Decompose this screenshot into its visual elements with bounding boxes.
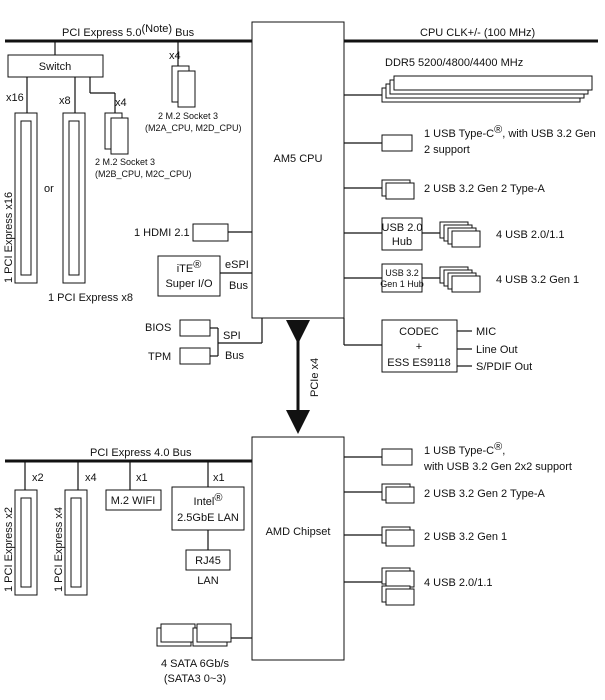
cpu-block [251, 21, 345, 319]
m2-mid-socket-b [110, 117, 129, 155]
codec-label-3: ESS ES9118 [387, 357, 450, 369]
sata-port-2 [160, 623, 196, 643]
cpu-usbc-port [381, 134, 413, 152]
espi-label-1: eSPI [225, 259, 249, 271]
tpm-label: TPM [148, 351, 171, 363]
switch-label: Switch [39, 61, 71, 73]
m2-wifi [105, 489, 162, 511]
bios-label: BIOS [145, 322, 171, 334]
bios-chip [179, 319, 211, 337]
switch-block [7, 54, 104, 78]
codec-block [381, 319, 458, 373]
x16-label: x16 [6, 92, 24, 104]
sata-label: 4 SATA 6Gb/s [161, 658, 230, 670]
m2-mid-label: 2 M.2 Socket 3 [95, 157, 155, 167]
x1a-label: x1 [136, 472, 148, 484]
superio-label-2: Super I/O [165, 278, 213, 290]
sata-label-sub: (SATA3 0~3) [164, 673, 226, 685]
chipset-usb32g1-label: 2 USB 3.2 Gen 1 [424, 531, 507, 543]
pcie-x2-label: 1 PCI Express x2 [3, 507, 15, 592]
chipset-block [251, 436, 345, 661]
m2-mid-label-sub: (M2B_CPU, M2C_CPU) [95, 169, 192, 179]
pcie-x8-label: 1 PCI Express x8 [48, 292, 133, 304]
cpu-usb32g2-label: 2 USB 3.2 Gen 2 Type-A [424, 183, 546, 195]
cpu-usb20-label: 4 USB 2.0/1.1 [496, 229, 565, 241]
chipset-usb32g1-port-b [385, 529, 415, 547]
lan-label-2: 2.5GbE LAN [177, 512, 239, 524]
codec-label-2: + [416, 341, 422, 353]
or-label: or [44, 183, 54, 195]
lan-label-1: Intel® [194, 492, 223, 508]
m2-top-socket-b [177, 70, 196, 108]
pcie5-bus-label: PCI Express 5.0(Note) Bus [62, 23, 195, 39]
lan-text: LAN [197, 575, 218, 587]
cpu-usbc-label: 1 USB Type-C®, with USB 3.2 Gen [424, 124, 596, 140]
chipset-label: AMD Chipset [266, 526, 331, 538]
hub20-label-2: Hub [392, 236, 412, 248]
chipset-usbc-port [381, 448, 413, 466]
espi-label-2: Bus [229, 280, 248, 292]
usb32-port-4 [451, 275, 481, 293]
hub32-label-2: Gen 1 Hub [380, 279, 424, 289]
superio-label-1: iTE® [177, 259, 202, 275]
pcie-x8-slot-inner [68, 120, 80, 276]
m2-top-label-sub: (M2A_CPU, M2D_CPU) [145, 123, 242, 133]
chipset-x4-label: x4 [85, 472, 97, 484]
usb20-hub [381, 217, 423, 251]
usb20-port-4 [451, 230, 481, 248]
hdmi-port [192, 223, 229, 242]
hdmi-label: 1 HDMI 2.1 [134, 227, 190, 239]
x1b-label: x1 [213, 472, 225, 484]
m2-wifi-label: M.2 WIFI [111, 495, 156, 507]
chipset-usbc-label-2: with USB 3.2 Gen 2x2 support [423, 461, 572, 473]
chipset-usb32g2-port-b [385, 486, 415, 504]
hub32-label-1: USB 3.2 [385, 268, 419, 278]
pcie4-bus-label: PCI Express 4.0 Bus [90, 447, 192, 459]
chipset-usbc-label: 1 USB Type-C®, [424, 441, 505, 457]
sata-port-4 [196, 623, 232, 643]
pcie-x16-label: 1 PCI Express x16 [3, 192, 15, 283]
line-out-label: Line Out [476, 344, 518, 356]
x2-label: x2 [32, 472, 44, 484]
spi-label-2: Bus [225, 350, 244, 362]
cpu-usbc-label-2: 2 support [424, 144, 470, 156]
cpu-usb32g2-port-b [385, 182, 415, 200]
spdif-label: S/PDIF Out [476, 361, 532, 373]
x8-label: x8 [59, 95, 71, 107]
pcie-x4-label: PCIe x4 [309, 358, 321, 397]
rj45-port [185, 549, 231, 571]
chipset-usb20-port-2 [385, 570, 415, 588]
pcie-x16-slot-inner [20, 120, 32, 276]
spi-label-1: SPI [223, 330, 241, 342]
cpu-usb32g1-label: 4 USB 3.2 Gen 1 [496, 274, 579, 286]
chipset-usb32g2-label: 2 USB 3.2 Gen 2 Type-A [424, 488, 546, 500]
tpm-chip [179, 347, 211, 365]
cpu-clk-label: CPU CLK+/- (100 MHz) [420, 27, 535, 39]
m2-top-label: 2 M.2 Socket 3 [158, 111, 218, 121]
ddr5-label: DDR5 5200/4800/4400 MHz [385, 57, 523, 69]
pcie-x4-slot-inner [70, 497, 82, 588]
codec-label-1: CODEC [399, 326, 439, 338]
rj45-label: RJ45 [195, 555, 221, 567]
intel-lan [171, 486, 245, 531]
hub20-label-1: USB 2.0 [382, 222, 423, 234]
mic-label: MIC [476, 326, 496, 338]
chipset-usb20-label: 4 USB 2.0/1.1 [424, 577, 493, 589]
x4a-label: x4 [169, 50, 181, 62]
chipset-usb20-port-4 [385, 588, 415, 606]
x4b-label: x4 [115, 97, 127, 109]
pcie-x4-slot-label: 1 PCI Express x4 [53, 507, 65, 592]
cpu-label: AM5 CPU [274, 153, 323, 165]
pcie-x2-slot-inner [20, 497, 32, 588]
usb32-hub [381, 263, 423, 293]
dimm-4 [393, 75, 593, 91]
super-io [157, 255, 221, 297]
